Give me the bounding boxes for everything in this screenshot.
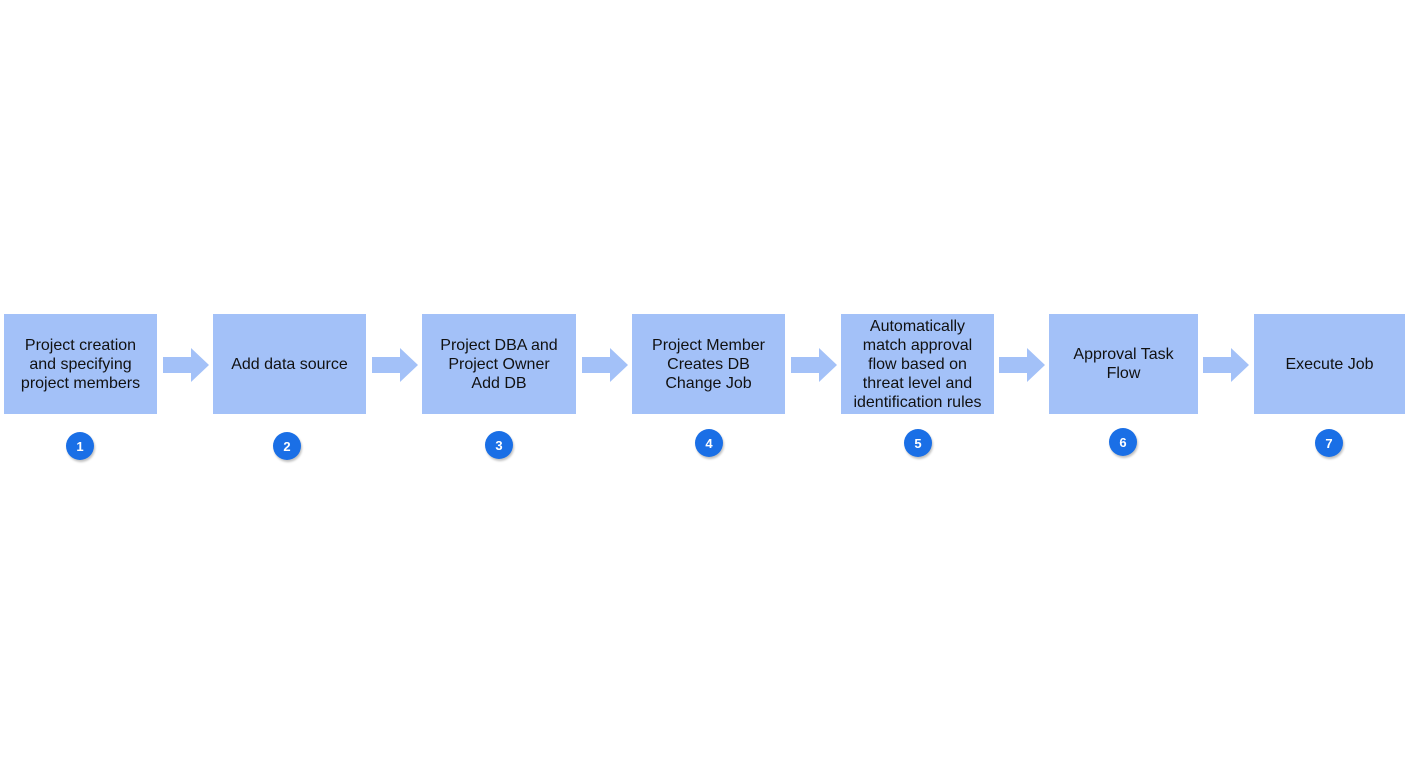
- step-number-badge-2: 2: [273, 432, 301, 460]
- step-box-1: Project creation and specifying project …: [4, 314, 157, 414]
- step-label-4: Project Member Creates DB Change Job: [652, 336, 765, 392]
- step-label-3: Project DBA and Project Owner Add DB: [440, 336, 558, 392]
- step-box-2: Add data source: [213, 314, 366, 414]
- step-box-5: Automatically match approval flow based …: [841, 314, 994, 414]
- arrow-right-icon: [163, 348, 209, 382]
- step-number-badge-3: 3: [485, 431, 513, 459]
- arrow-right-icon: [999, 348, 1045, 382]
- step-label-6: Approval Task Flow: [1073, 346, 1174, 382]
- step-box-3: Project DBA and Project Owner Add DB: [422, 314, 576, 414]
- step-label-2: Add data source: [231, 355, 348, 373]
- arrow-right-icon: [791, 348, 837, 382]
- arrow-right-icon: [372, 348, 418, 382]
- step-number-badge-5: 5: [904, 429, 932, 457]
- step-label-7: Execute Job: [1285, 355, 1374, 373]
- step-label-5: Automatically match approval flow based …: [853, 317, 982, 411]
- arrow-right-icon: [1203, 348, 1249, 382]
- step-number-badge-6: 6: [1109, 428, 1137, 456]
- step-number-badge-1: 1: [66, 432, 94, 460]
- step-box-4: Project Member Creates DB Change Job: [632, 314, 785, 414]
- step-number-badge-7: 7: [1315, 429, 1343, 457]
- step-box-7: Execute Job: [1254, 314, 1405, 414]
- step-label-1: Project creation and specifying project …: [20, 336, 141, 392]
- step-number-badge-4: 4: [695, 429, 723, 457]
- arrow-right-icon: [582, 348, 628, 382]
- step-box-6: Approval Task Flow: [1049, 314, 1198, 414]
